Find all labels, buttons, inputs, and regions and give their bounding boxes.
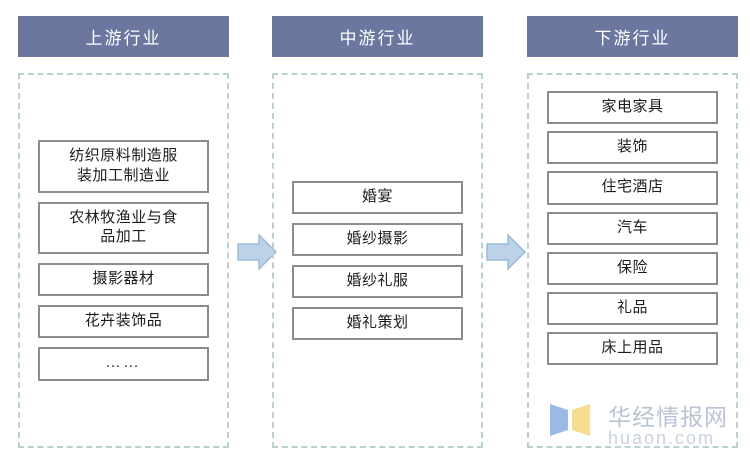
node-downstream-residential-hotel[interactable]: 住宅酒店 xyxy=(547,171,718,205)
node-list-midstream: 婚宴 婚纱摄影 婚纱礼服 婚礼策划 xyxy=(292,180,463,341)
column-header-midstream: 中游行业 xyxy=(272,16,483,57)
node-midstream-wedding-photography[interactable]: 婚纱摄影 xyxy=(292,222,463,256)
column-downstream: 下游行业 家电家具 装饰 住宅酒店 汽车 保险 礼品 床上用品 xyxy=(527,16,738,448)
node-upstream-photography-equipment[interactable]: 摄影器材 xyxy=(38,263,209,297)
node-upstream-textile-manufacturing[interactable]: 纺织原料制造服 装加工制造业 xyxy=(38,140,209,193)
node-downstream-decoration[interactable]: 装饰 xyxy=(547,131,718,165)
column-header-upstream: 上游行业 xyxy=(18,16,229,57)
node-downstream-home-appliances-furniture[interactable]: 家电家具 xyxy=(547,91,718,125)
node-upstream-ellipsis[interactable]: …… xyxy=(38,347,209,381)
column-body-downstream: 家电家具 装饰 住宅酒店 汽车 保险 礼品 床上用品 xyxy=(527,73,738,448)
node-list-downstream: 家电家具 装饰 住宅酒店 汽车 保险 礼品 床上用品 xyxy=(547,91,718,366)
arrow-right-icon-upstream-to-midstream xyxy=(236,232,278,272)
node-downstream-automobile[interactable]: 汽车 xyxy=(547,211,718,245)
node-downstream-bedding[interactable]: 床上用品 xyxy=(547,332,718,366)
arrow-right-icon-midstream-to-downstream xyxy=(485,232,527,272)
column-body-midstream: 婚宴 婚纱摄影 婚纱礼服 婚礼策划 xyxy=(272,73,483,448)
node-upstream-agriculture-food[interactable]: 农林牧渔业与食 品加工 xyxy=(38,201,209,255)
node-midstream-wedding-planning[interactable]: 婚礼策划 xyxy=(292,307,463,341)
node-list-upstream: 纺织原料制造服 装加工制造业 农林牧渔业与食 品加工 摄影器材 花卉装饰品 …… xyxy=(38,140,209,381)
node-midstream-wedding-banquet[interactable]: 婚宴 xyxy=(292,180,463,214)
column-upstream: 上游行业 纺织原料制造服 装加工制造业 农林牧渔业与食 品加工 摄影器材 花卉装… xyxy=(18,16,229,448)
node-downstream-gifts[interactable]: 礼品 xyxy=(547,291,718,326)
column-header-downstream: 下游行业 xyxy=(527,16,738,57)
node-downstream-insurance[interactable]: 保险 xyxy=(547,251,718,285)
node-midstream-wedding-dress[interactable]: 婚纱礼服 xyxy=(292,265,463,299)
node-upstream-floral-decoration[interactable]: 花卉装饰品 xyxy=(38,305,209,339)
column-midstream: 中游行业 婚宴 婚纱摄影 婚纱礼服 婚礼策划 xyxy=(272,16,483,448)
column-body-upstream: 纺织原料制造服 装加工制造业 农林牧渔业与食 品加工 摄影器材 花卉装饰品 …… xyxy=(18,73,229,448)
